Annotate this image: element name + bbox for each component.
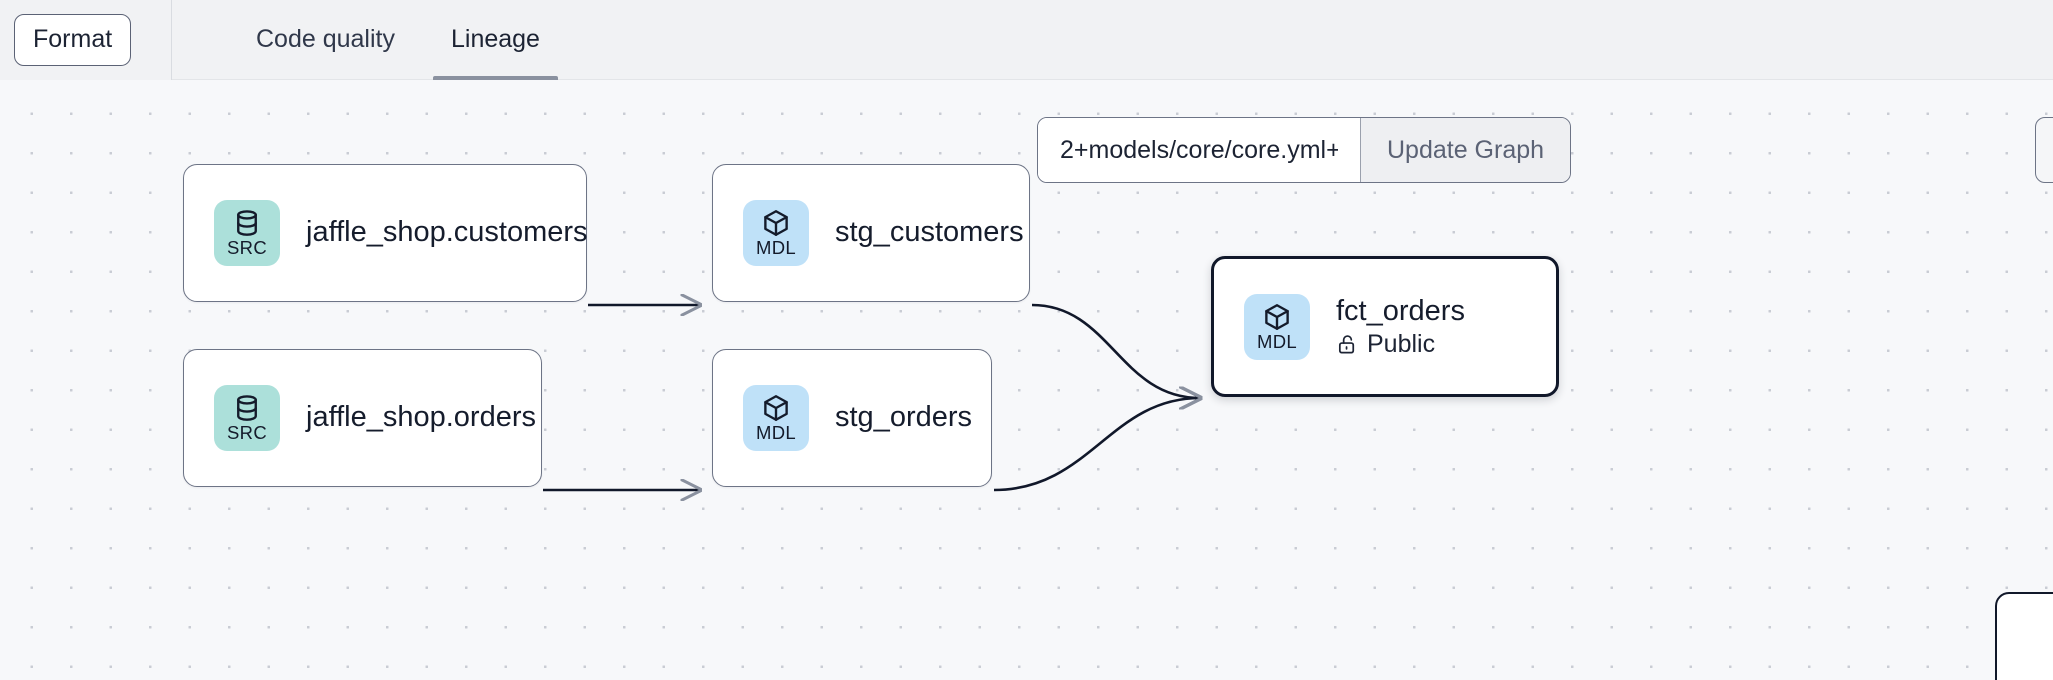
node-title: fct_orders — [1336, 294, 1465, 327]
database-icon — [237, 395, 257, 422]
node-body: jaffle_shop.orders — [306, 401, 536, 434]
tab-lineage[interactable]: Lineage — [423, 0, 568, 80]
node-title: jaffle_shop.orders — [306, 401, 537, 434]
format-button[interactable]: Format — [14, 13, 132, 66]
database-icon — [237, 210, 257, 237]
node-access-label: Public — [1367, 329, 1436, 358]
lineage-node-fct-orders[interactable]: MDL fct_orders Public — [1211, 256, 1559, 397]
cube-icon — [764, 210, 788, 237]
lineage-canvas[interactable]: SRC jaffle_shop.customers MDL stg_custom… — [0, 80, 2053, 680]
node-title: stg_customers — [835, 216, 1024, 249]
toolbar: Format Code quality Lineage — [0, 0, 2053, 80]
model-badge: MDL — [743, 385, 809, 451]
lineage-node-stg-orders[interactable]: MDL stg_orders — [712, 349, 992, 487]
tab-bar: Code quality Lineage — [172, 0, 568, 80]
node-body: fct_orders Public — [1336, 295, 1465, 359]
node-title: stg_orders — [835, 401, 973, 434]
cube-icon — [1265, 303, 1289, 330]
model-badge-label: MDL — [756, 422, 796, 444]
model-badge-label: MDL — [1257, 330, 1297, 352]
format-button-zone: Format — [0, 0, 172, 80]
node-body: jaffle_shop.customers — [306, 216, 588, 249]
source-badge-label: SRC — [227, 422, 267, 444]
graph-selector-group: Update Graph — [1037, 117, 1572, 183]
edge-stg-customers-to-fct-orders — [1031, 303, 1200, 398]
model-badge: MDL — [1244, 293, 1310, 360]
node-body: stg_customers — [835, 216, 1024, 249]
graph-selector-input[interactable] — [1038, 118, 1360, 182]
source-badge: SRC — [214, 385, 280, 451]
cube-icon — [764, 395, 788, 422]
lineage-node-jaffle-shop-orders[interactable]: SRC jaffle_shop.orders — [183, 349, 542, 487]
tab-code-quality[interactable]: Code quality — [256, 25, 395, 53]
model-badge: MDL — [743, 200, 809, 266]
source-badge: SRC — [214, 200, 280, 266]
source-badge-label: SRC — [227, 237, 267, 259]
node-access-row: Public — [1336, 329, 1465, 359]
node-title: jaffle_shop.customers — [306, 216, 588, 249]
lineage-node-jaffle-shop-customers[interactable]: SRC jaffle_shop.customers — [183, 164, 588, 302]
edge-stg-orders-to-fct-orders — [993, 398, 1200, 492]
update-graph-button[interactable]: Update Graph — [1360, 118, 1571, 182]
unlock-icon — [1338, 335, 1355, 354]
graph-detail-panel[interactable] — [1995, 592, 2053, 680]
model-badge-label: MDL — [756, 237, 796, 259]
node-body: stg_orders — [835, 401, 972, 434]
graph-settings-button[interactable] — [2035, 117, 2053, 183]
lineage-node-stg-customers[interactable]: MDL stg_customers — [712, 164, 1030, 302]
